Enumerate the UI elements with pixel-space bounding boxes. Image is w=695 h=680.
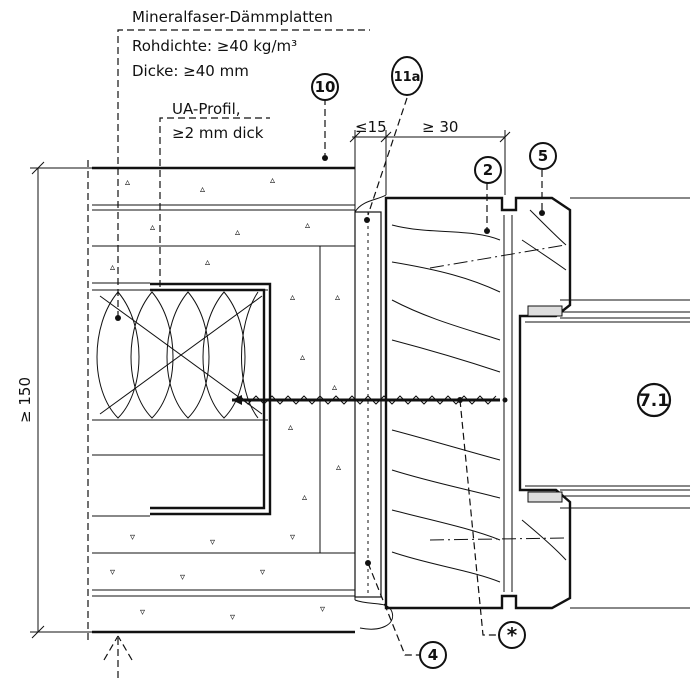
svg-text:10: 10 — [315, 78, 336, 96]
door-leaf — [525, 197, 690, 609]
dimension-height — [30, 161, 95, 639]
svg-text:▿: ▿ — [140, 607, 145, 618]
marker-4: 4 — [419, 641, 447, 669]
asterisk-icon: * — [498, 621, 526, 649]
svg-text:▿: ▿ — [230, 612, 235, 623]
svg-text:▵: ▵ — [336, 462, 341, 473]
marker-11a: 11a — [391, 56, 423, 96]
dim-height-label: ≥ 150 — [16, 377, 34, 423]
svg-text:▵: ▵ — [302, 492, 307, 503]
svg-text:▿: ▿ — [180, 572, 185, 583]
leader-lines — [115, 29, 545, 656]
svg-text:▵: ▵ — [200, 184, 205, 195]
svg-text:▵: ▵ — [305, 220, 310, 231]
svg-text:5: 5 — [538, 147, 548, 165]
svg-text:▿: ▿ — [130, 532, 135, 543]
joint-seal — [354, 194, 394, 630]
svg-text:▵: ▵ — [332, 382, 337, 393]
svg-text:*: * — [507, 623, 518, 647]
svg-text:▿: ▿ — [320, 604, 325, 615]
svg-text:▿: ▿ — [110, 567, 115, 578]
marker-10: 10 — [311, 73, 339, 101]
thickness-label: Dicke: ≥40 mm — [132, 62, 249, 80]
svg-text:11a: 11a — [394, 70, 421, 85]
dim-gap-label: ≤15 — [355, 118, 387, 136]
profile-name-label: UA-Profil, — [172, 100, 241, 118]
density-label: Rohdichte: ≥40 kg/m³ — [132, 37, 297, 55]
svg-text:▿: ▿ — [210, 537, 215, 548]
svg-text:▿: ▿ — [260, 567, 265, 578]
mineral-title: Mineralfaser-Dämmplatten — [132, 8, 333, 26]
marker-5: 5 — [529, 142, 557, 170]
svg-text:▵: ▵ — [300, 352, 305, 363]
svg-text:▵: ▵ — [110, 262, 115, 273]
door-frame — [384, 196, 572, 610]
svg-text:▵: ▵ — [235, 227, 240, 238]
svg-text:▵: ▵ — [270, 175, 275, 186]
screw-icon — [232, 395, 508, 405]
dim-frame-label: ≥ 30 — [422, 118, 458, 136]
svg-text:7.1: 7.1 — [639, 391, 669, 411]
marker-7-1: 7.1 — [636, 382, 672, 418]
concrete-hatch: ▵ ▵ ▵ ▵ ▵ ▵ ▵ ▵ ▵ ▵ ▵ ▵ ▿ ▿ ▿ ▿ ▿ ▿ ▿ ▿ … — [110, 175, 341, 623]
svg-text:2: 2 — [483, 161, 493, 179]
svg-text:▵: ▵ — [288, 422, 293, 433]
svg-text:▵: ▵ — [205, 257, 210, 268]
svg-text:▵: ▵ — [125, 177, 130, 188]
svg-text:4: 4 — [428, 646, 438, 664]
svg-text:▵: ▵ — [290, 292, 295, 303]
marker-2: 2 — [474, 156, 502, 184]
svg-text:▵: ▵ — [335, 292, 340, 303]
svg-text:▵: ▵ — [150, 222, 155, 233]
dashed-arrow-up-icon — [103, 635, 133, 678]
dimension-top — [349, 130, 511, 210]
profile-thickness-label: ≥2 mm dick — [172, 124, 264, 142]
svg-text:▿: ▿ — [290, 532, 295, 543]
